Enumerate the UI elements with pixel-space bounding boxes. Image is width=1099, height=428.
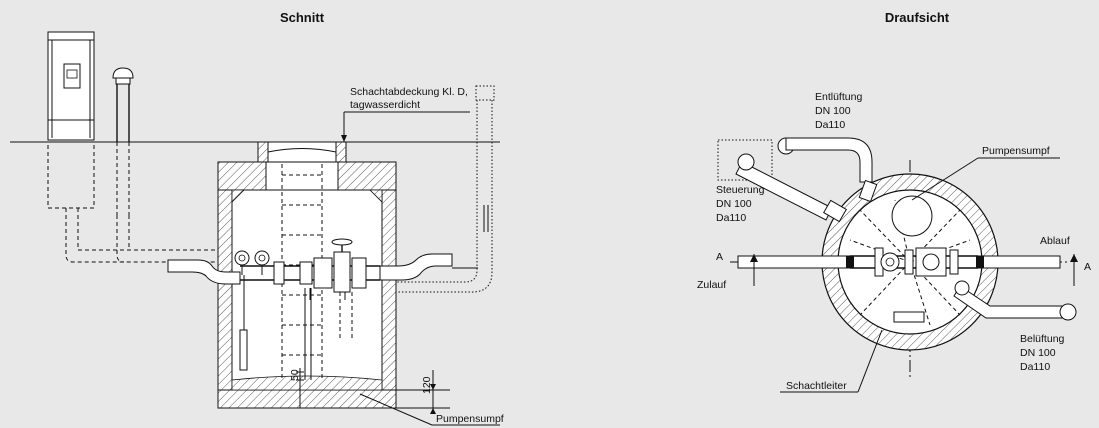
plan-vent-label-2: DN 100	[815, 105, 851, 117]
plan-ladder	[893, 311, 925, 323]
plan-vent-label-3: Da110	[815, 119, 845, 131]
plan-vent-label-1: Entlüftung	[815, 91, 862, 103]
plan-aeration-label-1: Belüftung	[1020, 333, 1065, 345]
plan-ladder-leader	[857, 329, 883, 393]
valve-assembly	[234, 238, 367, 380]
plan-control-pipe	[717, 139, 847, 223]
section-title: Schnitt	[280, 10, 325, 25]
section-mark-left	[750, 254, 758, 286]
plan-ladder-label: Schachtleiter	[786, 380, 847, 392]
section-mark-right-label: A	[1084, 261, 1091, 273]
plan-control-label-2: DN 100	[716, 198, 752, 210]
plan-aeration-label-2: DN 100	[1020, 347, 1056, 359]
section-mark-right	[1070, 254, 1078, 286]
section-mark-left-label: A	[716, 251, 723, 263]
dim-120-label: 120	[421, 376, 433, 394]
plan-inlet-label: Zulauf	[697, 279, 726, 291]
plan-main-pipe	[737, 247, 1061, 277]
plan-control-label-1: Steuerung	[716, 184, 765, 196]
plan-sump-label: Pumpensumpf	[982, 145, 1050, 157]
plan-sump-circle	[891, 195, 933, 237]
plan-aeration-label-3: Da110	[1020, 361, 1050, 373]
section-sump-label: Pumpensumpf	[436, 413, 504, 425]
dim-50-label: 50	[289, 369, 301, 381]
cover-label: Schachtabdeckung Kl. D,	[350, 86, 468, 98]
plan-control-label-3: Da110	[716, 212, 746, 224]
plan-vent-pipe	[777, 137, 878, 203]
dimension-50: 50	[289, 368, 304, 408]
shaft-walls	[217, 141, 397, 409]
vent-pipe	[112, 67, 134, 215]
plan-view: Entlüftung DN 100 Da110 Pumpensumpf Steu…	[697, 91, 1091, 393]
control-cabinet	[47, 31, 95, 209]
section-view: 50 120 Schachtabdeckung Kl. D, tagwasser…	[10, 31, 504, 426]
sump-leader	[359, 393, 433, 426]
plan-aeration-pipe	[953, 280, 1077, 321]
plan-outlet-label: Ablauf	[1040, 235, 1070, 247]
dimension-120: 120	[396, 370, 450, 414]
right-vent-pipe	[378, 85, 495, 293]
plan-title: Draufsicht	[885, 10, 950, 25]
plan-sump-leader	[911, 157, 979, 201]
cover-label-line2: tagwasserdicht	[350, 99, 420, 111]
